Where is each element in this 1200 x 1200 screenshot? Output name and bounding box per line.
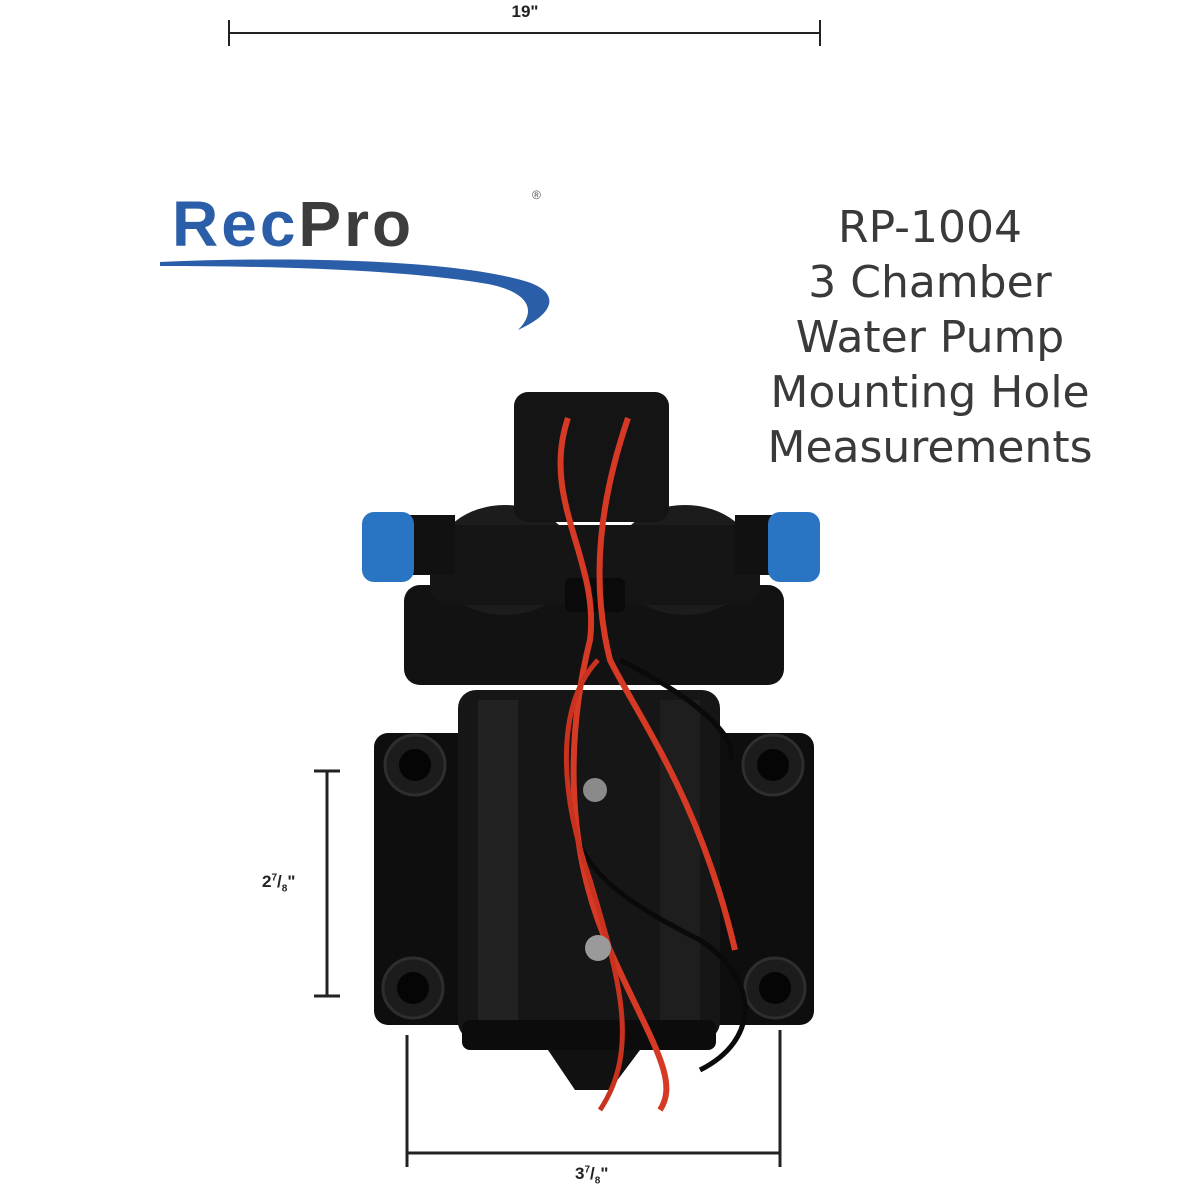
horizontal-dimension-label: 37/8" — [575, 1164, 609, 1187]
mounting-hole-bottom-left — [381, 956, 445, 1020]
top-width-dimension — [228, 18, 821, 48]
mounting-hole-top-right — [741, 733, 805, 797]
top-width-tick-right — [819, 20, 821, 46]
brand-logo-registered: ® — [532, 188, 541, 202]
brand-logo-pro: Pro — [298, 188, 415, 260]
product-title-line-5: Measurements — [767, 422, 1093, 473]
brand-logo-wordmark: RecPro — [172, 192, 414, 256]
fitting-left-cap — [362, 512, 414, 582]
product-title: RP-1004 3 Chamber Water Pump Mounting Ho… — [740, 200, 1120, 475]
vertical-dimension-label: 27/8" — [262, 872, 296, 895]
product-title-line-3: Water Pump — [795, 312, 1065, 363]
top-width-line — [228, 32, 821, 34]
wire-red-1 — [557, 417, 670, 1112]
screw-bottom — [585, 935, 611, 961]
top-width-label: 19" — [511, 2, 539, 21]
top-width-tick-left — [228, 20, 230, 46]
motor-end-nub — [548, 1050, 640, 1090]
wire-red-2 — [596, 417, 738, 951]
mounting-hole-bottom-right — [743, 956, 807, 1020]
wire-red-3 — [563, 658, 625, 1112]
wire-clip — [565, 578, 625, 612]
fitting-right-cap — [768, 512, 820, 582]
mounting-hole-top-left — [383, 733, 447, 797]
brand-logo-swoosh — [160, 259, 550, 330]
product-title-line-1: RP-1004 — [838, 202, 1022, 253]
product-title-line-2: 3 Chamber — [808, 257, 1052, 308]
brand-logo: RecPro ® — [160, 188, 572, 332]
horizontal-dimension — [405, 1030, 782, 1167]
motor-bottom-cap — [462, 1020, 716, 1050]
brand-logo-rec: Rec — [172, 188, 299, 260]
product-title-line-4: Mounting Hole — [770, 367, 1090, 418]
switch-housing — [514, 392, 669, 522]
vertical-dimension — [314, 769, 340, 998]
screw-top — [583, 778, 607, 802]
